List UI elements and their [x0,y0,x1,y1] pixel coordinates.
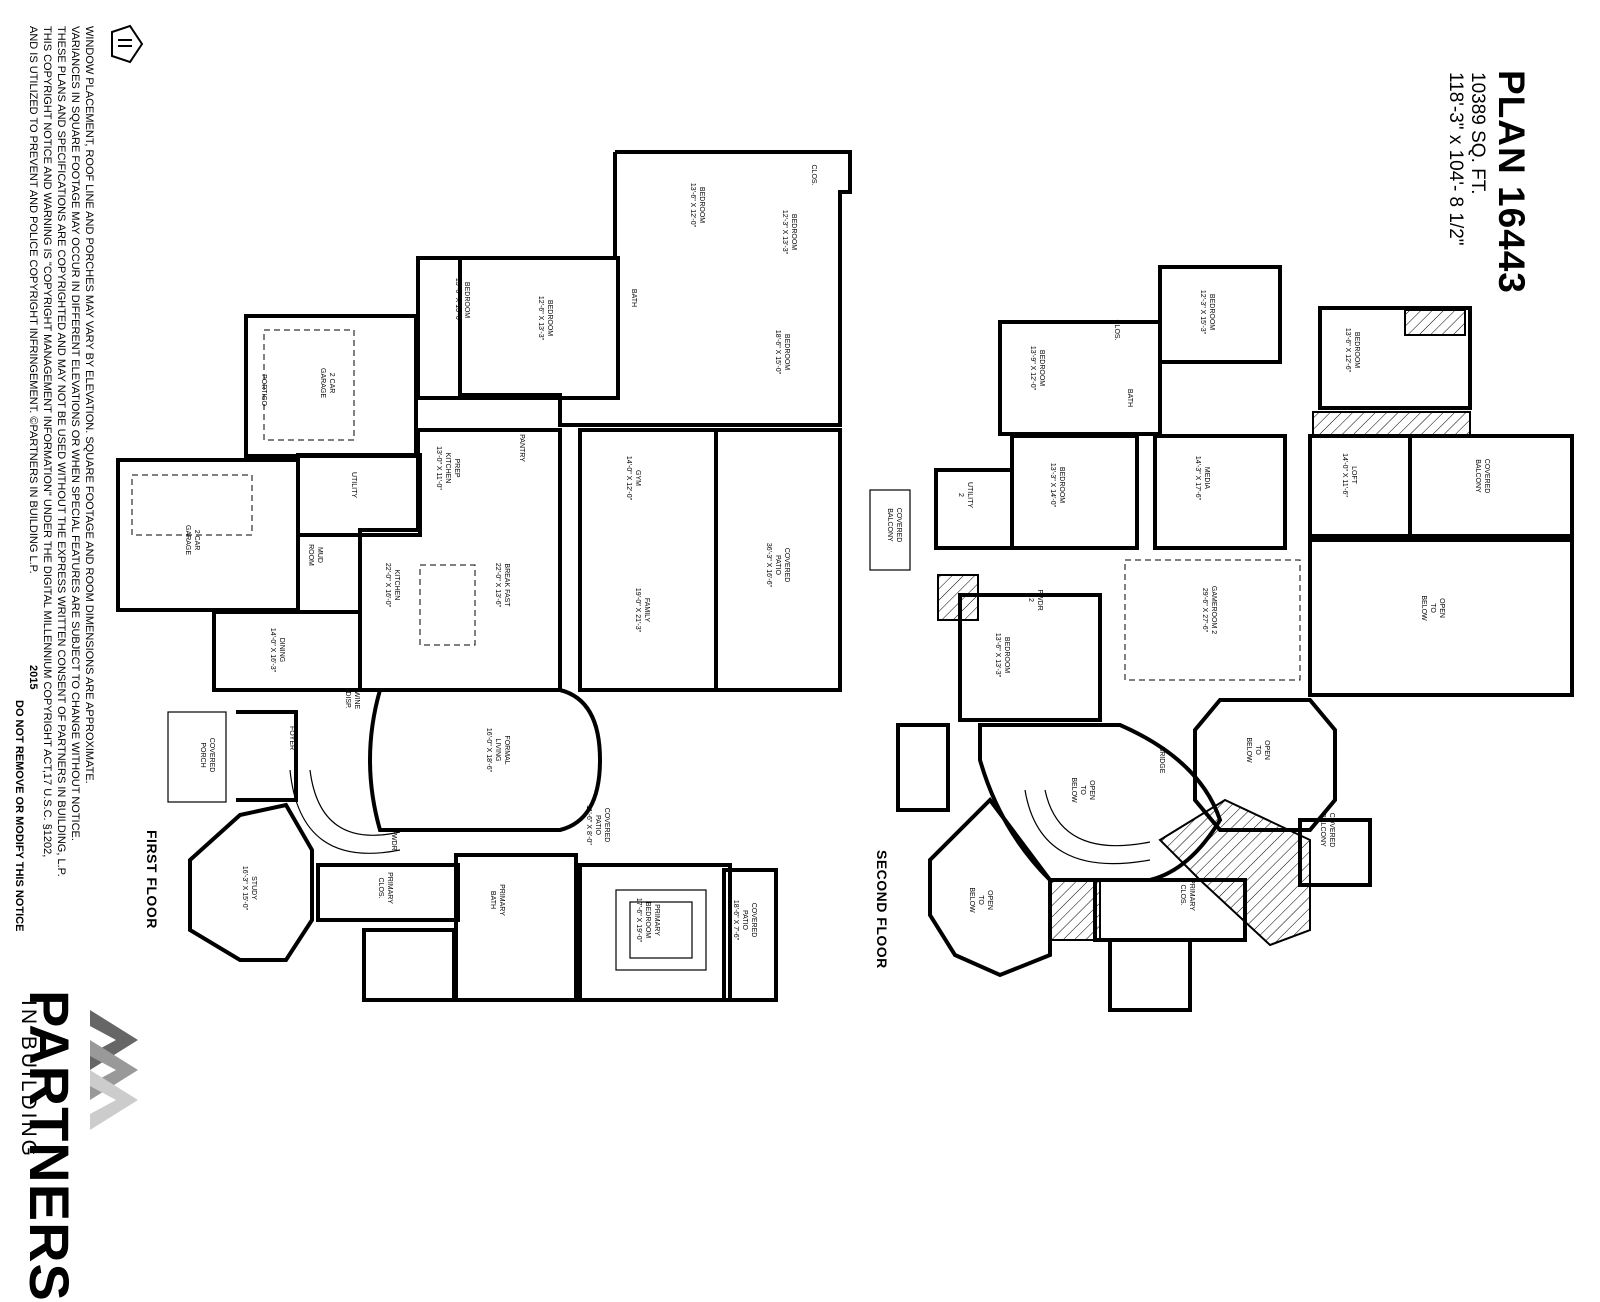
utility-label: UTILITY [350,472,357,498]
partners-logo-chevron-icon [90,1010,138,1130]
portico-label: PORTICO [260,374,267,406]
bedroom-c-label: BEDROOM13'-0" X 13'-0" [454,278,470,323]
covered-balcony-right-label: COVEREDBALCONY [1319,813,1335,848]
primary-closet-2-label: PRIMARYCLOS. [1179,879,1195,911]
second-floor-room-labels: BEDROOM13'-9" X 12'-0" BEDROOM12'-3" X 1… [886,290,1490,913]
covered-patio-primary-label: COVEREDPATIO18'-6" X 7'-6" [732,900,757,941]
primary-bedroom-label: PRIMARYBEDROOM17'-6" X 19'-0" [635,898,660,943]
primary-closet-label: PRIMARYCLOS. [377,872,393,904]
second-floor-bath-label: BATH [1126,389,1133,407]
bedroom-4-label: BEDROOM13'-3" X 14'-0" [1049,463,1065,508]
garage-bottom-label: 2 CARGARAGE [184,525,200,555]
stair-hatch-right [1312,411,1471,437]
pwdr-2-label: PWDR2 [1027,589,1043,610]
bedroom-2-label: BEDROOM12'-3" X 15'-3" [1199,290,1215,335]
study-label: STUDY16'-3" X 15'-0" [241,866,257,911]
open-to-below-stair-label: OPENTOBELOW [1070,777,1095,803]
bedroom-d-label: BEDROOM12'-6" X 13'-3" [537,296,553,341]
stair-hatch-top [1404,309,1466,336]
second-floor-walls [869,265,1574,1012]
kitchen-label: KITCHEN22'-0" X 16'-0" [384,563,400,608]
second-floor-closet-label: CLOS. [1113,319,1120,340]
open-to-below-bottom-label: OPENTOBELOW [968,887,993,913]
gameroom-label: GAMEROOM 229'-6" X 27'-6" [1201,586,1217,634]
second-floor-curved-stair [1024,789,1151,865]
bath-label: BATH [630,289,637,307]
equal-housing-icon [111,24,144,64]
primary-bath-label: PRIMARYBATH [489,884,505,916]
covered-patio-small-label: COVEREDPATIO11'-6" X 8'-0" [585,805,610,845]
covered-balcony-left-label: COVEREDBALCONY [886,508,902,543]
family-label: FAMILY19'-0" X 21'-3" [634,588,650,633]
dining-label: DINING14'-0" X 16'-3" [269,628,285,673]
covered-porch-label: COVEREDPORCH [199,738,215,773]
pantry-label: PANTRY [518,434,525,462]
formal-living-label: FORMALLIVING16'-0" X 18'-6" [485,728,510,773]
stair-hatch-left [937,574,979,621]
garage-top-label: 2 CARGARAGE [319,368,335,398]
bedroom-3-label: BEDROOM13'-6" X 12'-6" [1344,328,1360,373]
foyer-label: FOYER [288,726,295,750]
bedroom-e-label: BEDROOM18'-6" X 15'-0" [774,330,790,375]
open-to-below-right-label: OPENTOBELOW [1420,595,1445,621]
loft-label: LOFT14'-0" X 11'-6" [1341,453,1357,497]
closet-label: CLOS. [810,164,817,185]
covered-patio-label: COVEREDPATIO36'-3" X 16'-6" [765,543,790,588]
bedroom-5-label: BEDROOM13'-6" X 13'-3" [994,633,1010,678]
pwdr-label: PWDR [390,829,397,850]
bedroom-b-label: BEDROOM12'-3" X 13'-3" [781,210,797,255]
utility-2-label: UTILITY2 [957,482,973,508]
mud-room-label: MUDROOM [307,544,323,566]
breakfast-label: BREAK FAST22'-0" X 13'-6" [494,563,510,608]
media-label: MEDIA14'-3" X 17'-6" [1194,456,1210,501]
open-to-below-mid-label: OPENTOBELOW [1245,737,1270,763]
first-floor-walls [116,150,852,1002]
gym-label: GYM14'-0" X 12'-0" [625,456,641,501]
covered-balcony-top-label: COVEREDBALCONY [1474,459,1490,494]
bridge-label: BRIDGE [1158,747,1165,774]
prep-kitchen-label: PREPKITCHEN13'-0" X 11'-0" [435,446,460,490]
bedroom-a-label: BEDROOM13'-6" X 12'-0" [689,183,705,228]
first-floor-curved-stair [289,769,401,854]
first-floor-room-labels: BEDROOM13'-6" X 12'-0" BEDROOM12'-3" X 1… [184,164,817,942]
wine-label: WINEDISP. [344,691,360,710]
bedroom-1-label: BEDROOM13'-9" X 12'-0" [1029,346,1045,391]
